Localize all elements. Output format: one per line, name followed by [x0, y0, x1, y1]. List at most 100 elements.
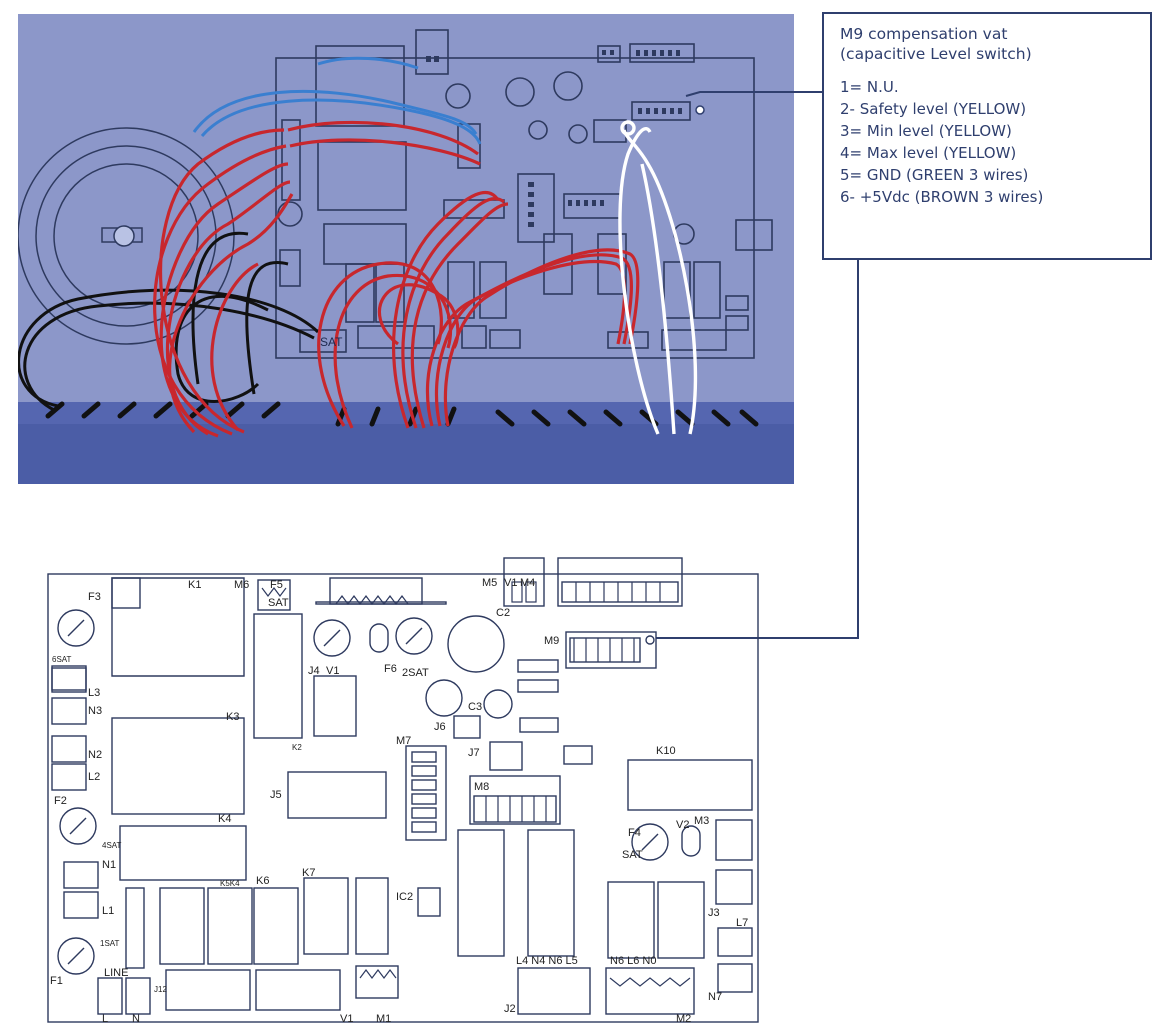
- label-F6: F6: [384, 663, 397, 675]
- c3-capacitor: [425, 679, 463, 717]
- label-1SAT: 1SAT: [100, 939, 120, 948]
- m1-connector: [355, 965, 399, 999]
- c2-capacitor: [447, 615, 505, 673]
- red-wires: [153, 120, 640, 438]
- label-6SAT: 6SAT: [52, 655, 72, 664]
- m9-marker: [645, 635, 655, 645]
- v2-component: [681, 825, 701, 857]
- k6-relay: [253, 887, 299, 965]
- label-N: N: [132, 1013, 140, 1025]
- legend-title-line1: M9 compensation vat: [840, 25, 1008, 43]
- label-K4: K4: [218, 813, 231, 825]
- label-M5: M5: [482, 577, 497, 589]
- label-2SAT: 2SAT: [402, 667, 429, 679]
- m8-connector: [469, 775, 561, 825]
- m7-connector: [405, 745, 447, 841]
- label-F4: F4: [628, 827, 641, 839]
- transformer: [18, 127, 235, 345]
- board-outline: [47, 573, 759, 1023]
- k10-relay: [627, 759, 753, 811]
- label-4SAT: 4SAT: [102, 841, 122, 850]
- label-N3: N3: [88, 705, 102, 717]
- photo-sat-label: SAT: [320, 335, 343, 349]
- label-N1: N1: [102, 859, 116, 871]
- label-C2: C2: [496, 607, 510, 619]
- label-V1-bottom: V1: [340, 1013, 353, 1025]
- board-schematic: F3 K1 M6 F5 SAT M5 V1 M4 C2 M9 J4 V1 F6 …: [47, 557, 759, 1025]
- label-J4: J4: [308, 665, 320, 677]
- label-M8: M8: [474, 781, 489, 793]
- j6-block: [453, 715, 481, 739]
- label-J2: J2: [504, 1003, 516, 1015]
- line-n-terminal: [125, 977, 151, 1015]
- label-M4: M4: [520, 577, 535, 589]
- label-K1: K1: [188, 579, 201, 591]
- label-L: L: [102, 1013, 108, 1025]
- label-M2: M2: [676, 1013, 691, 1025]
- m5-v1-m4-connector: [503, 557, 545, 607]
- label-F1: F1: [50, 975, 63, 987]
- legend-item-6: 6- +5Vdc (BROWN 3 wires): [840, 188, 1044, 206]
- j4-block: [313, 675, 357, 737]
- ic2-chip: [417, 887, 441, 917]
- legend-item-4: 4= Max level (YELLOW): [840, 144, 1017, 162]
- label-M1: M1: [376, 1013, 391, 1025]
- label-M7: M7: [396, 735, 411, 747]
- black-wires: [18, 231, 320, 412]
- legend-item-1: 1= N.U.: [840, 78, 899, 96]
- label-F3: F3: [88, 591, 101, 603]
- m3-connector: [715, 819, 753, 861]
- f6-fuse: [395, 617, 433, 655]
- legend-item-5: 5= GND (GREEN 3 wires): [840, 166, 1029, 184]
- relay-k2: [253, 613, 303, 739]
- n7-block: [717, 963, 753, 993]
- label-K3: K3: [226, 711, 239, 723]
- label-J7: J7: [468, 747, 480, 759]
- label-L1: L1: [102, 905, 114, 917]
- label-F5: F5: [270, 579, 283, 591]
- photo-m9-marker: [695, 105, 705, 115]
- label-SAT-F5: SAT: [268, 597, 289, 609]
- label-K7: K7: [302, 867, 315, 879]
- label-C3: C3: [468, 701, 482, 713]
- line-l-terminal: [97, 977, 123, 1015]
- label-M3: M3: [694, 815, 709, 827]
- legend-item-3: 3= Min level (YELLOW): [840, 122, 1012, 140]
- j7-block: [489, 741, 523, 771]
- f2-fuse: [59, 807, 97, 845]
- label-L3: L3: [88, 687, 100, 699]
- j2-block: [517, 967, 591, 1015]
- m9-connector: [565, 631, 657, 669]
- label-V1: V1: [326, 665, 339, 677]
- f3-fuse: [57, 609, 95, 647]
- label-L4-N4-N6-L5: L4 N4 N6 L5: [516, 955, 578, 967]
- label-N6-L6-N0: N6 L6 N0: [610, 955, 656, 967]
- f4-fuse: [631, 823, 669, 861]
- label-V2: V2: [676, 819, 689, 831]
- label-J5: J5: [270, 789, 282, 801]
- legend-title: M9 compensation vat (capacitive Level sw…: [840, 24, 1138, 64]
- legend-item-2: 2- Safety level (YELLOW): [840, 100, 1027, 118]
- k7-relay: [303, 877, 349, 955]
- label-IC2: IC2: [396, 891, 413, 903]
- l7-block: [717, 927, 753, 957]
- label-V1-top: V1: [504, 577, 517, 589]
- label-LINE: LINE: [104, 967, 128, 979]
- label-J3: J3: [708, 907, 720, 919]
- label-J12: J12: [154, 985, 167, 994]
- label-L2: L2: [88, 771, 100, 783]
- top-multi-connector: [557, 557, 683, 607]
- connector-pins: [426, 50, 682, 227]
- m9-legend-box: M9 compensation vat (capacitive Level sw…: [822, 12, 1152, 260]
- label-J6: J6: [434, 721, 446, 733]
- legend-title-line2: (capacitive Level switch): [840, 45, 1032, 63]
- label-SAT-F4: SAT: [622, 849, 643, 861]
- label-K2: K2: [292, 743, 302, 752]
- v1-bottom-block: [255, 969, 341, 1011]
- j5-block: [287, 771, 387, 819]
- j3-block: [715, 869, 753, 905]
- label-N2: N2: [88, 749, 102, 761]
- label-L7: L7: [736, 917, 748, 929]
- f5-connector: [329, 577, 423, 605]
- label-F2: F2: [54, 795, 67, 807]
